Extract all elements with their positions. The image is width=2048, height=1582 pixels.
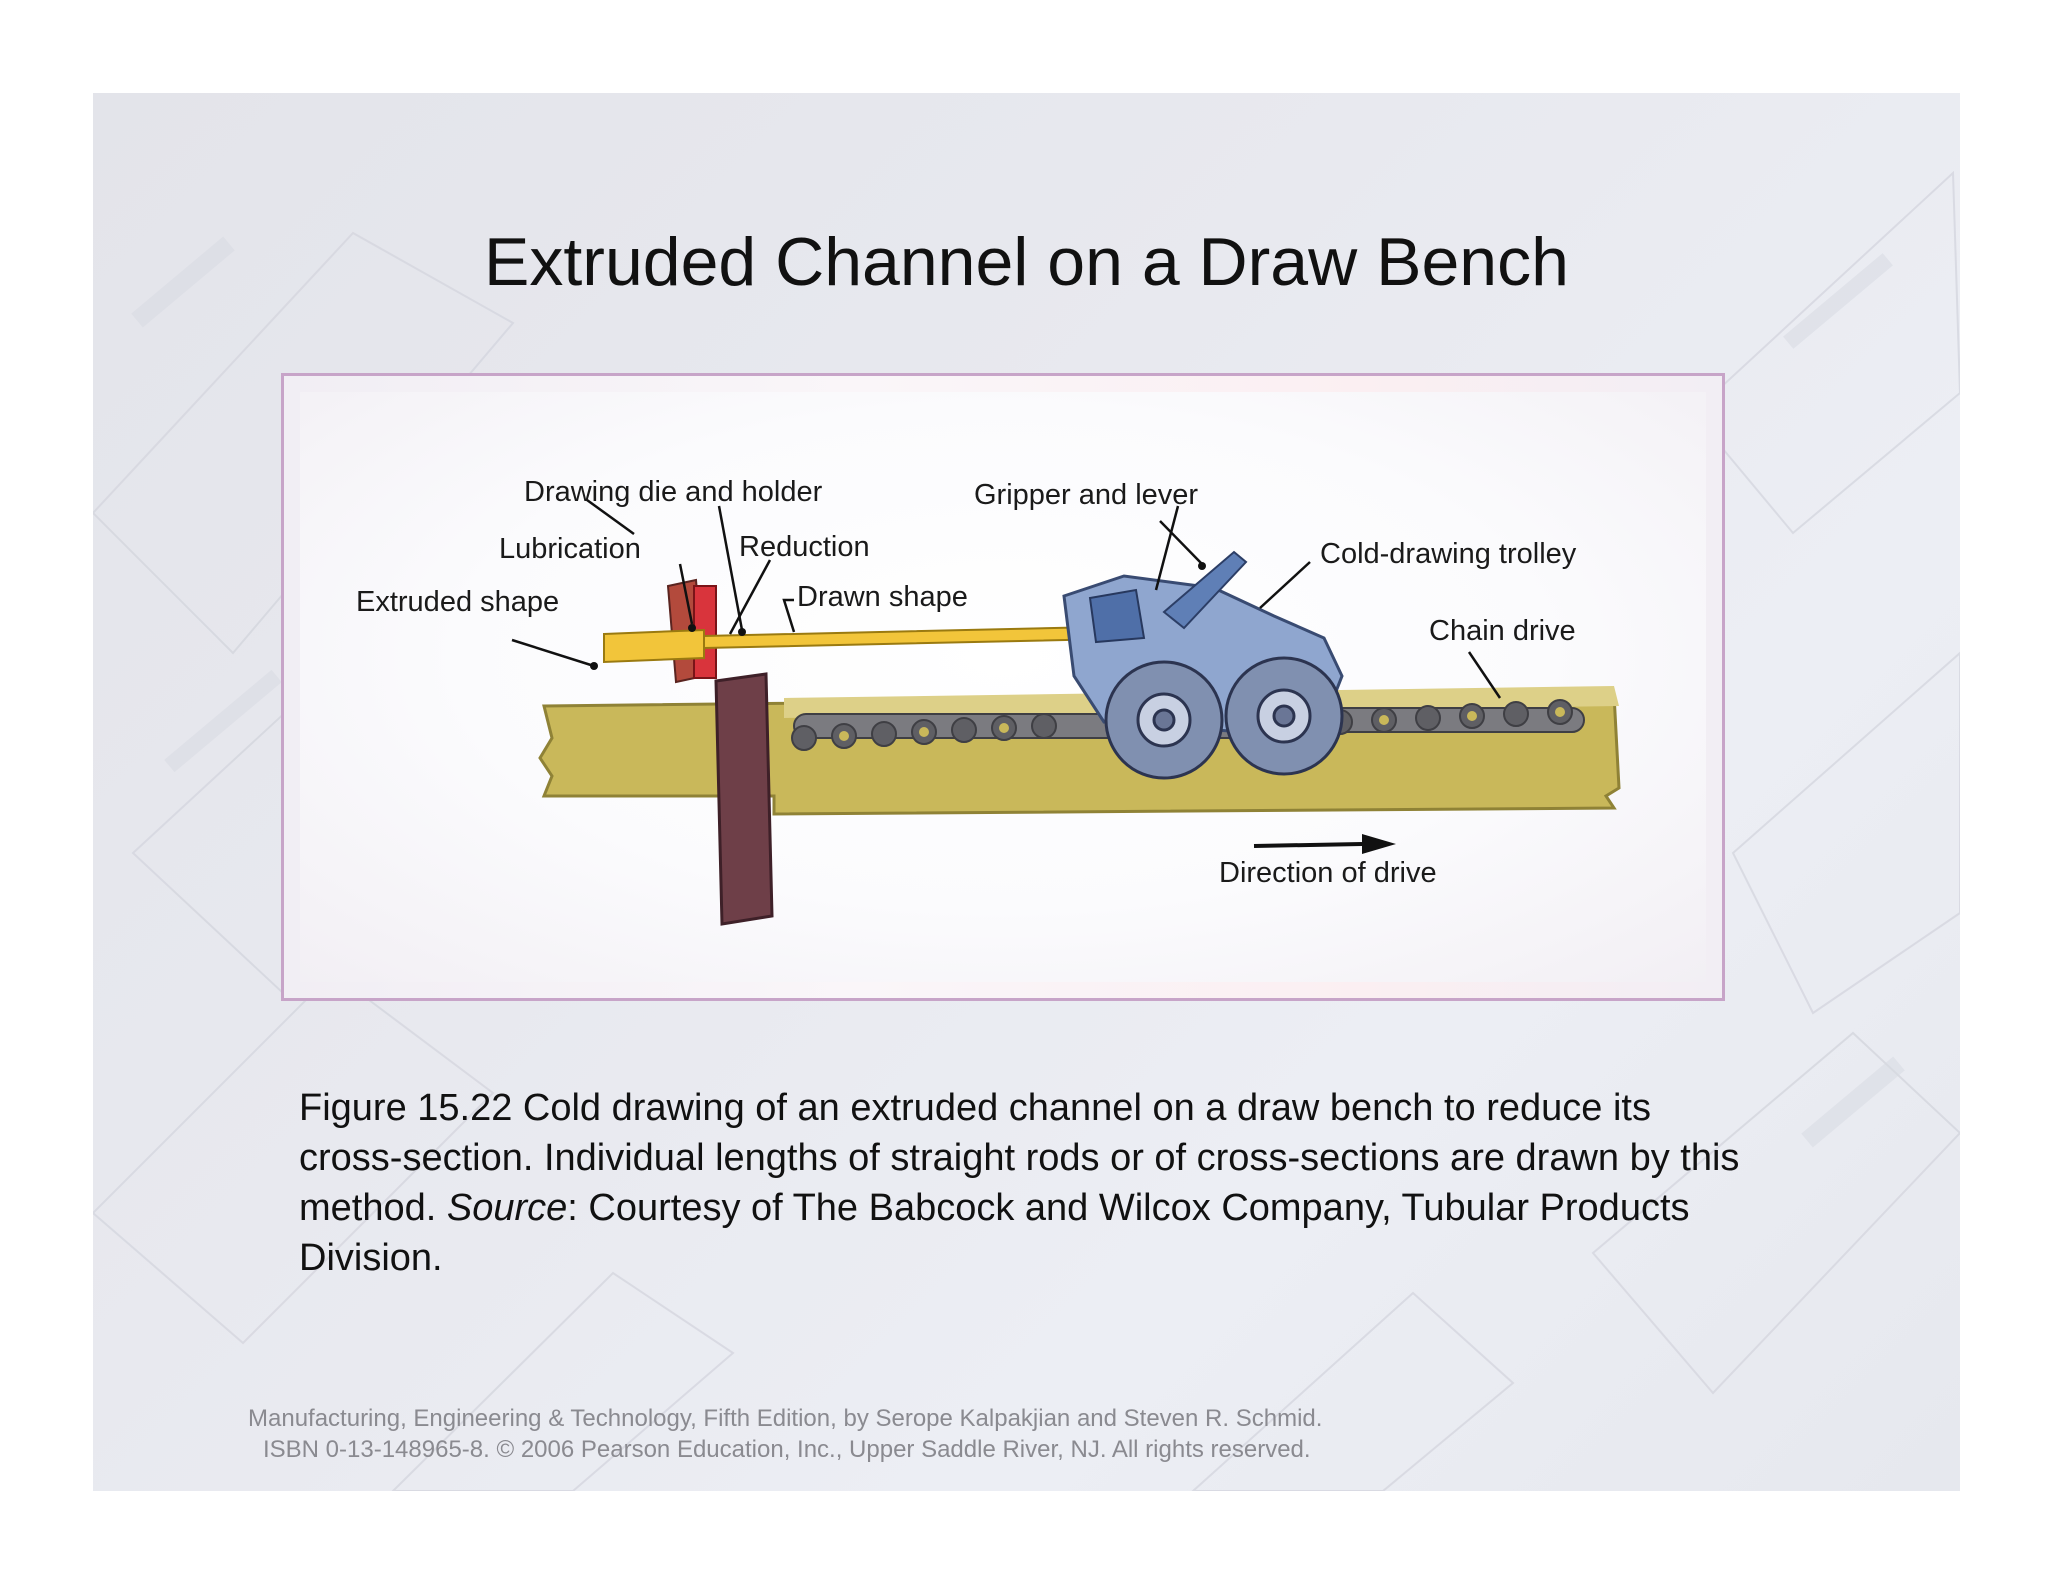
label-drawing-die: Drawing die and holder [524, 476, 823, 508]
label-lubrication: Lubrication [499, 533, 641, 565]
figure-frame: Drawing die and holder Lubrication Reduc… [281, 373, 1725, 1001]
draw-bench-diagram: Drawing die and holder Lubrication Reduc… [356, 476, 1621, 926]
gripper-lever [1162, 550, 1248, 630]
extruded-channel [603, 628, 705, 664]
label-direction: Direction of drive [1219, 857, 1437, 889]
label-leaders [511, 498, 1502, 699]
figure-caption: Figure 15.22 Cold drawing of an extruded… [299, 1083, 1749, 1283]
label-chain-drive: Chain drive [1429, 615, 1576, 647]
figure-background [300, 392, 1706, 982]
direction-arrow [1253, 834, 1396, 854]
caption-main: Figure 15.22 Cold drawing of an extruded… [299, 1087, 1740, 1229]
slide-title: Extruded Channel on a Draw Bench [484, 224, 1569, 300]
caption-source-label: Source [446, 1187, 568, 1229]
trolley-wheels [1104, 656, 1344, 780]
caption-source-text: : Courtesy of The Babcock and Wilcox Com… [299, 1187, 1690, 1279]
footer-line-1: Manufacturing, Engineering & Technology,… [248, 1405, 1323, 1432]
die-holder-post [714, 672, 774, 926]
gripper [1088, 588, 1146, 644]
background-texture [93, 170, 1960, 1491]
label-drawn-shape: Drawn shape [797, 581, 968, 613]
label-gripper: Gripper and lever [974, 479, 1198, 511]
label-trolley: Cold-drawing trolley [1320, 538, 1577, 570]
footer-line-2: ISBN 0-13-148965-8. © 2006 Pearson Educa… [263, 1436, 1311, 1463]
label-reduction: Reduction [739, 531, 870, 563]
label-extruded-shape: Extruded shape [356, 586, 559, 618]
